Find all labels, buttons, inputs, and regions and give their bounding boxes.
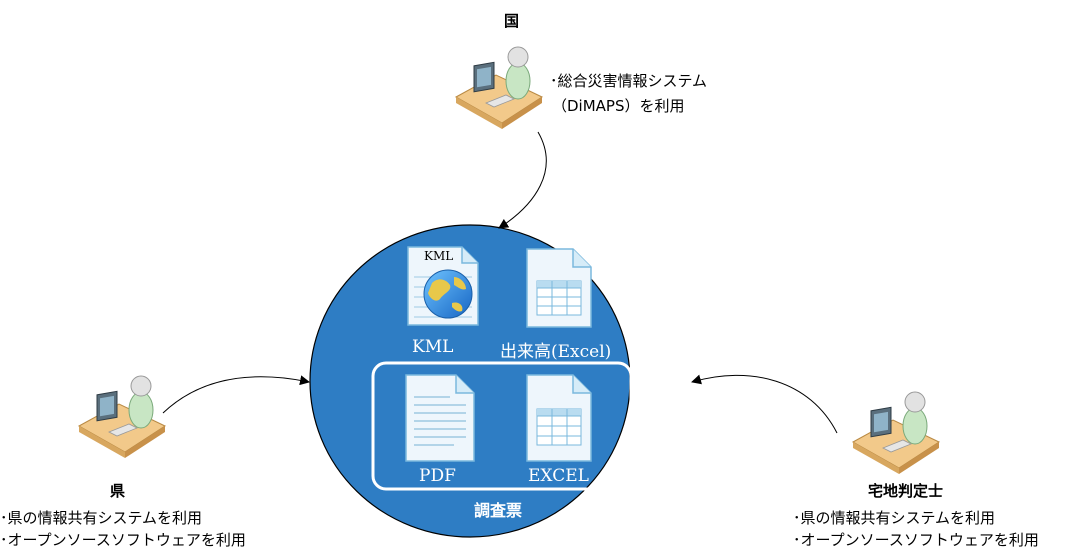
national-note-line2: （DiMAPS）を利用 [552,97,685,115]
survey-group-label: 調査票 [474,501,523,520]
survey-group-frame [371,361,633,491]
prefecture-note-line1: ･県の情報共有システムを利用 [0,509,203,527]
excel-label: EXCEL [528,466,589,486]
prefecture-note-line2: ･オープンソースソフトウェアを利用 [0,531,246,549]
national-user-workstation-icon [454,46,544,129]
kml-label: KML [412,337,454,357]
kml-file-icon [407,246,479,326]
national-title: 国 [504,12,520,30]
inspector-user-workstation-icon [851,391,941,474]
kml-icon-text: KML [424,249,454,263]
excel-spreadsheet-icon [526,374,592,462]
prefecture-title: 県 [110,482,126,500]
pdf-label: PDF [419,466,456,486]
national-note-line1: ･総合災害情報システム [550,72,708,90]
arrow-prefecture-to-hub [162,375,310,414]
pdf-document-icon [405,374,475,462]
inspector-note-line1: ･県の情報共有システムを利用 [793,509,996,527]
arrow-national-to-hub [498,131,547,229]
inspector-note-line2: ･オープンソースソフトウェアを利用 [793,531,1039,549]
arrow-inspector-to-hub [691,374,838,434]
inspector-title: 宅地判定士 [868,482,944,500]
dekidaka-spreadsheet-icon [526,248,592,328]
dekidaka-label: 出来高(Excel) [500,342,612,362]
prefecture-user-workstation-icon [77,375,167,458]
